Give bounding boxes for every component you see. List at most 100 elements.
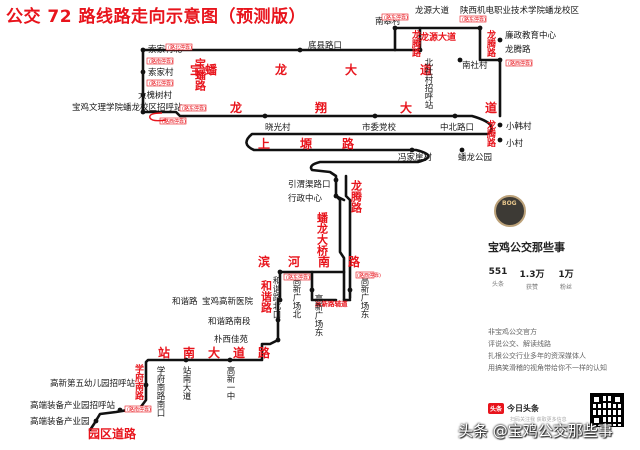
stat-fans-label: 粉丝 bbox=[559, 284, 572, 291]
stop-dots bbox=[93, 25, 503, 424]
svg-text:廉政教育中心: 廉政教育中心 bbox=[505, 30, 557, 41]
svg-text:宝: 宝 bbox=[190, 62, 202, 77]
svg-text:高新路辅道: 高新路辅道 bbox=[315, 299, 348, 308]
brand-subtitle: 扫码关注我 获取更多信息 bbox=[510, 417, 567, 423]
svg-text:和谐路北口: 和谐路北口 bbox=[271, 276, 281, 319]
svg-text:高端装备产业园: 高端装备产业园 bbox=[30, 416, 90, 427]
svg-text:站南大道: 站南大道 bbox=[181, 365, 191, 401]
svg-text:路: 路 bbox=[342, 136, 355, 151]
stat-likes: 1.3万 获赞 bbox=[514, 267, 550, 291]
svg-text:滨: 滨 bbox=[258, 254, 270, 269]
stat-likes-label: 获赞 bbox=[525, 284, 538, 291]
qr-code[interactable] bbox=[590, 393, 624, 427]
stat-articles: 551 头条 bbox=[480, 267, 516, 288]
svg-text:索家村: 索家村 bbox=[148, 67, 174, 78]
svg-text:冯家崖村: 冯家崖村 bbox=[398, 152, 433, 163]
stop-labels: 索家村北 索家村 大槐树村 宝鸡文理学院蟠龙校区招呼站 底县路口 南皋村 龙源大… bbox=[30, 5, 580, 427]
svg-text:高新广场东: 高新广场东 bbox=[359, 275, 369, 318]
bio-line-1: 非宝鸡公交官方 bbox=[488, 328, 537, 336]
svg-text:和谐路: 和谐路 bbox=[260, 279, 273, 314]
svg-text:高新一中: 高新一中 bbox=[225, 365, 235, 401]
svg-text:龙: 龙 bbox=[230, 100, 242, 115]
svg-text:中北路口: 中北路口 bbox=[440, 122, 474, 133]
route-start-arrow bbox=[149, 112, 167, 122]
brand-badge: 头条 bbox=[488, 403, 505, 414]
svg-text:南: 南 bbox=[318, 254, 330, 269]
svg-text:路: 路 bbox=[258, 345, 271, 360]
brand: 头条今日头条 bbox=[488, 403, 539, 414]
svg-text:(路南停靠): (路南停靠) bbox=[149, 58, 173, 65]
svg-text:站: 站 bbox=[158, 345, 170, 360]
svg-text:道: 道 bbox=[233, 345, 245, 360]
stat-fans: 1万 粉丝 bbox=[548, 267, 584, 291]
svg-text:(路东停靠): (路东停靠) bbox=[462, 16, 486, 23]
svg-text:(路西停靠): (路西停靠) bbox=[162, 118, 186, 125]
svg-text:大: 大 bbox=[208, 345, 220, 360]
svg-text:塬: 塬 bbox=[300, 136, 312, 151]
svg-text:市委党校: 市委党校 bbox=[362, 122, 397, 133]
svg-text:路: 路 bbox=[348, 254, 361, 269]
road-labels: 蟠 龙 大 道 宝 宝蟠路 龙 翔 大 道 上 塬 路 龙腾路 蟠龙大桥 滨 河… bbox=[88, 29, 497, 441]
svg-text:和谐路: 和谐路 bbox=[172, 296, 198, 307]
bio-line-4: 用搞笑滑稽的视角带给你不一样的认知 bbox=[488, 364, 607, 372]
svg-text:龙腾路: 龙腾路 bbox=[485, 29, 497, 58]
avatar-label: BOG bbox=[502, 200, 517, 207]
svg-text:园区道路: 园区道路 bbox=[88, 426, 137, 441]
svg-text:道: 道 bbox=[420, 62, 432, 77]
svg-text:南社村: 南社村 bbox=[462, 60, 488, 71]
svg-text:底县路口: 底县路口 bbox=[308, 40, 342, 51]
svg-text:高新广场北: 高新广场北 bbox=[291, 275, 301, 319]
svg-text:(路东停靠): (路东停靠) bbox=[286, 274, 310, 281]
bio-line-3: 扎根公交行业多年的资深媒体人 bbox=[488, 352, 586, 360]
svg-text:龙源大道: 龙源大道 bbox=[415, 5, 450, 16]
stat-articles-label: 头条 bbox=[491, 281, 504, 288]
map-title: 公交 72 路线路走向示意图（预测版） bbox=[6, 7, 306, 27]
avatar[interactable]: BOG bbox=[494, 195, 526, 227]
route-line-loop bbox=[310, 270, 352, 302]
svg-text:大: 大 bbox=[345, 62, 357, 77]
svg-text:大槐树村: 大槐树村 bbox=[138, 90, 173, 101]
svg-text:蟠龙公园: 蟠龙公园 bbox=[458, 152, 492, 163]
svg-text:龙腾路: 龙腾路 bbox=[485, 119, 497, 148]
svg-text:宝蟠路: 宝蟠路 bbox=[194, 57, 207, 92]
svg-text:晓光村: 晓光村 bbox=[265, 122, 291, 133]
svg-text:河: 河 bbox=[287, 254, 300, 269]
svg-text:索家村北: 索家村北 bbox=[148, 44, 183, 55]
svg-text:(路西停靠): (路西停靠) bbox=[357, 272, 381, 279]
svg-text:学府南路: 学府南路 bbox=[133, 363, 144, 401]
svg-text:(路南停靠): (路南停靠) bbox=[127, 406, 151, 413]
stop-notes: (路南停靠) (路北停靠) (路东停靠) (路西停靠) (路北停靠) (路东停靠… bbox=[124, 13, 533, 413]
svg-text:朴西佳苑: 朴西佳苑 bbox=[214, 334, 249, 345]
svg-text:龙腾路: 龙腾路 bbox=[350, 179, 364, 214]
svg-text:大: 大 bbox=[400, 100, 412, 115]
svg-text:小村: 小村 bbox=[506, 138, 524, 149]
svg-text:翔: 翔 bbox=[314, 100, 327, 115]
svg-text:(路东停靠): (路东停靠) bbox=[384, 14, 408, 21]
svg-text:学府南路南口: 学府南路南口 bbox=[155, 365, 165, 417]
svg-text:引渭渠路口: 引渭渠路口 bbox=[288, 179, 331, 190]
svg-text:上: 上 bbox=[258, 136, 270, 151]
svg-text:高端装备产业园招呼站: 高端装备产业园招呼站 bbox=[30, 400, 116, 411]
svg-text:龙腾路: 龙腾路 bbox=[410, 29, 422, 58]
svg-text:南: 南 bbox=[183, 345, 195, 360]
svg-text:高新第五幼儿园招呼站: 高新第五幼儿园招呼站 bbox=[50, 378, 136, 389]
svg-text:宝鸡高新医院: 宝鸡高新医院 bbox=[202, 296, 254, 307]
account-card: BOG 宝鸡公交那些事 551 头条 1.3万 获赞 1万 粉丝 非宝鸡公交官方… bbox=[480, 185, 635, 450]
svg-text:(路西停靠): (路西停靠) bbox=[508, 60, 532, 67]
svg-text:(路东停靠): (路东停靠) bbox=[182, 105, 206, 112]
svg-text:蟠龙大桥: 蟠龙大桥 bbox=[316, 211, 330, 257]
svg-text:宝鸡文理学院蟠龙校区招呼站: 宝鸡文理学院蟠龙校区招呼站 bbox=[72, 102, 183, 113]
svg-text:陕西机电职业技术学院蟠龙校区: 陕西机电职业技术学院蟠龙校区 bbox=[460, 5, 580, 16]
stat-fans-value: 1万 bbox=[558, 270, 574, 280]
svg-text:龙源大道: 龙源大道 bbox=[419, 31, 456, 43]
brand-name: 今日头条 bbox=[507, 404, 540, 413]
svg-text:(路北停靠): (路北停靠) bbox=[168, 44, 192, 51]
bio-line-2: 评说公交、解读线路 bbox=[488, 340, 551, 348]
svg-text:高新广场东: 高新广场东 bbox=[313, 293, 323, 336]
svg-text:和谐路南段: 和谐路南段 bbox=[208, 316, 251, 327]
svg-text:北社村招呼站: 北社村招呼站 bbox=[423, 58, 433, 110]
stat-articles-value: 551 bbox=[488, 267, 508, 277]
account-name[interactable]: 宝鸡公交那些事 bbox=[488, 241, 565, 254]
